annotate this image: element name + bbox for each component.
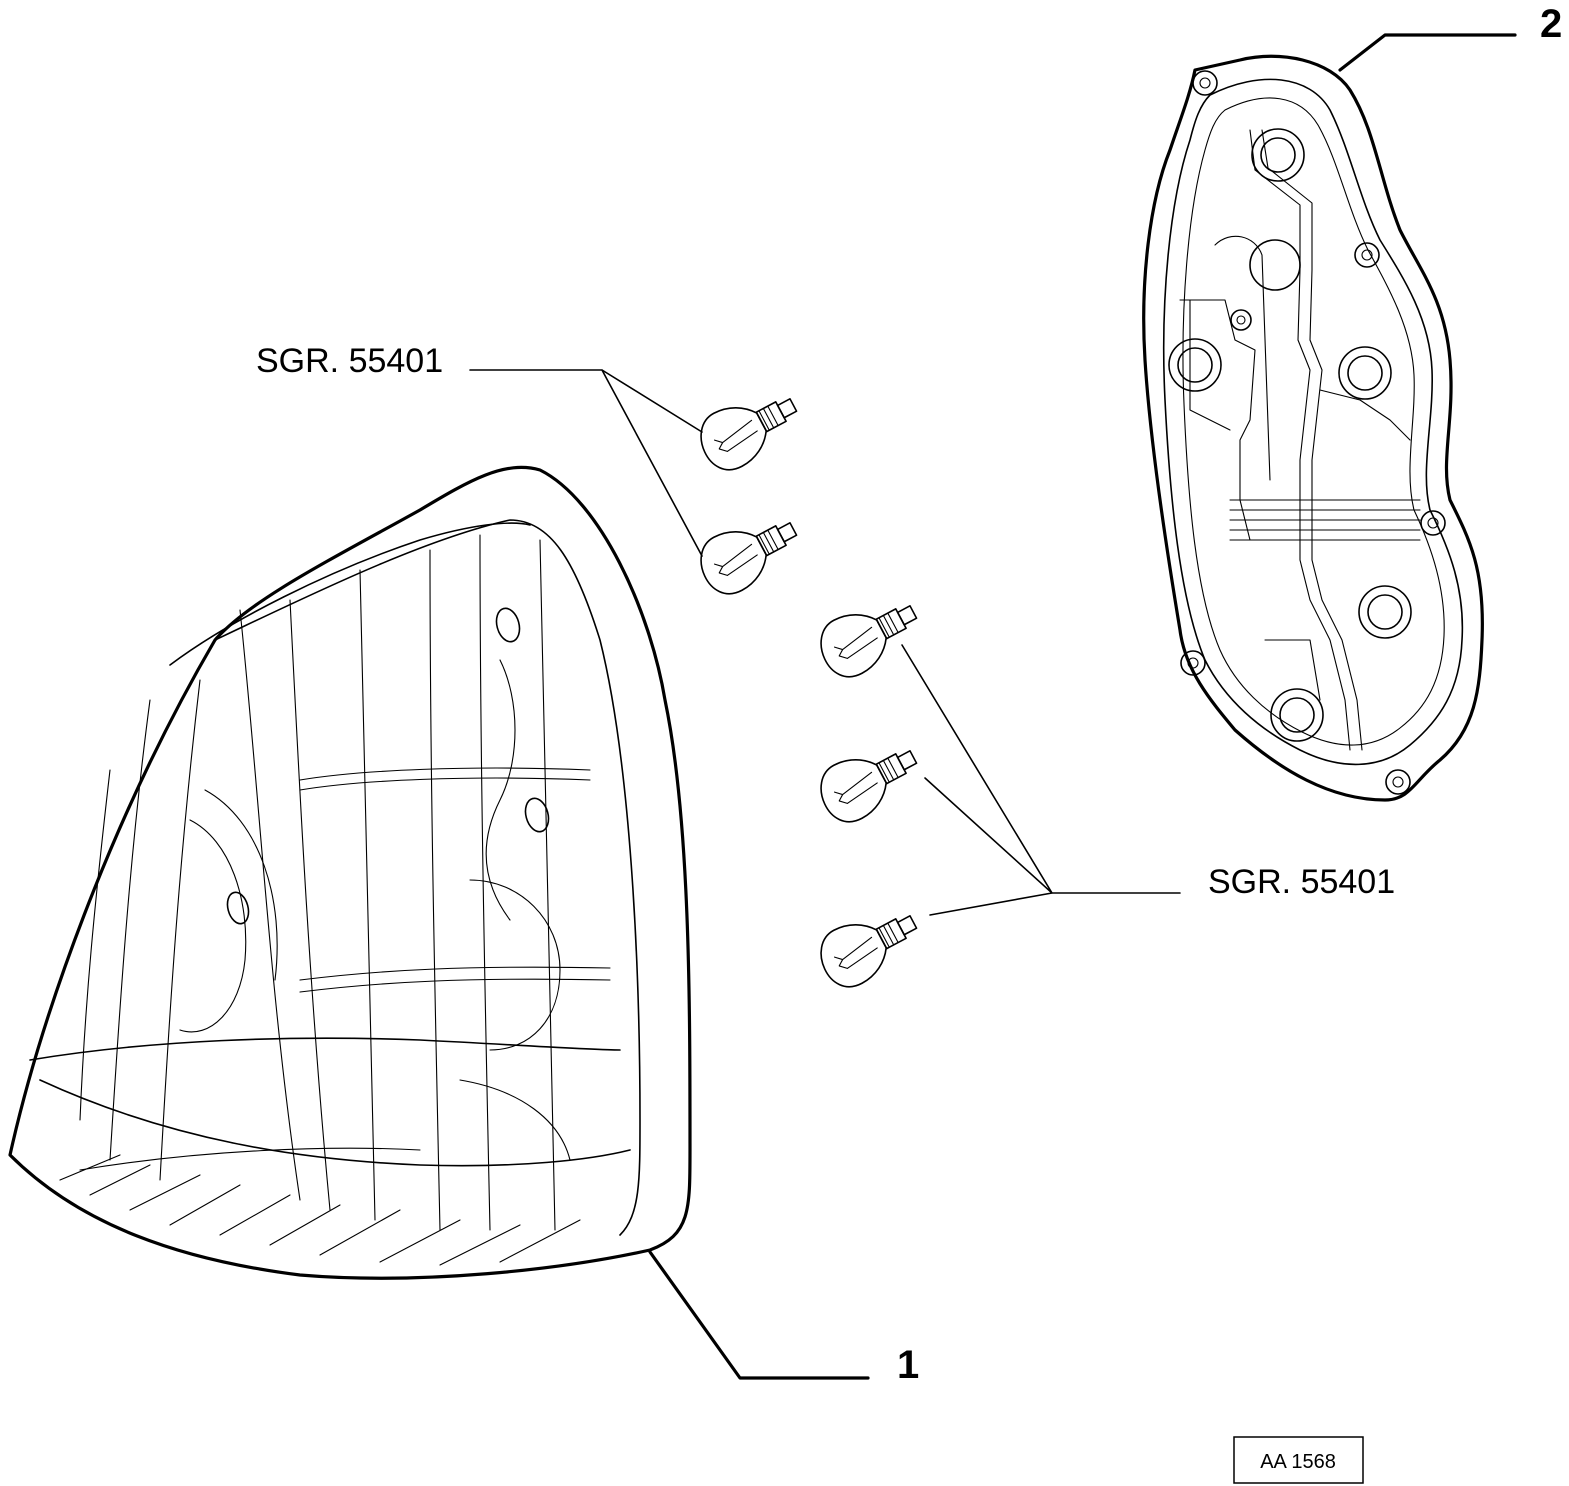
tail-lamp-lens-icon (8, 465, 870, 1380)
bulb-2-icon (700, 522, 798, 595)
drawing-ref-box: AA 1568 (1233, 1436, 1364, 1484)
bulb-ref-upper-label: SGR. 55401 (256, 342, 443, 380)
bulb-ref-lower-label: SGR. 55401 (1208, 863, 1395, 901)
part-number-2: 2 (1540, 2, 1562, 46)
part-number-1: 1 (897, 1343, 919, 1387)
bulb-1-icon (700, 398, 798, 471)
drawing-ref-label: AA 1568 (1260, 1451, 1336, 1473)
bulb-4-icon (820, 750, 918, 823)
leader-upper-bulbs (469, 369, 703, 557)
bulb-3-icon (820, 605, 918, 678)
bulb-holder-plate-icon (1142, 33, 1517, 802)
bulb-5-icon (820, 915, 918, 988)
leader-lower-bulbs (901, 644, 1181, 916)
